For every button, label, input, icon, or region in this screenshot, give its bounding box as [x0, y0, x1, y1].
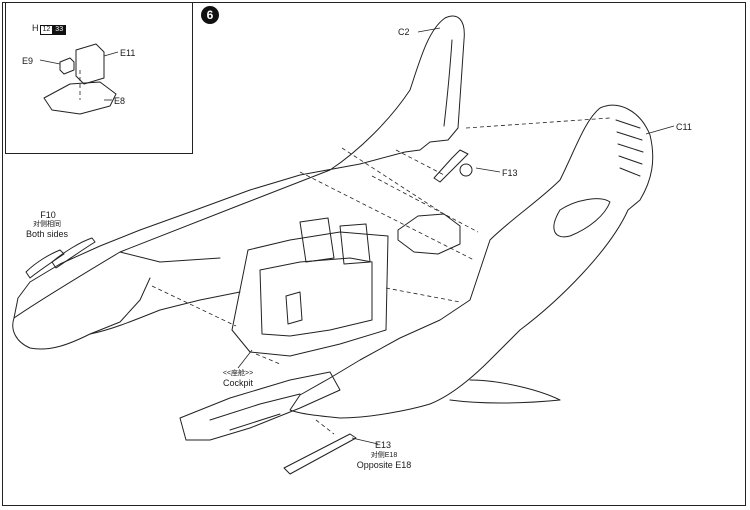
- cockpit-tub-inner: [259, 257, 373, 337]
- fuselage-c2-lower: [89, 291, 241, 335]
- sprue-tag-letter: H: [32, 23, 39, 33]
- label-e13-en: Opposite E18: [356, 460, 412, 470]
- fuselage-c11-tail-curve: [449, 379, 561, 404]
- leader-c2: [417, 27, 441, 33]
- leader-f13: [475, 167, 501, 173]
- guide-line-8: [255, 353, 281, 365]
- fuselage-c11-outline: [289, 104, 654, 419]
- part-e13: [283, 433, 357, 475]
- label-c11: C11: [676, 122, 692, 132]
- guide-line-2: [341, 147, 451, 219]
- label-cockpit-cn: <<座舱>>: [222, 370, 254, 377]
- guide-line-3: [299, 171, 475, 261]
- fuselage-c2-nose: [12, 277, 151, 350]
- cockpit-seat: [299, 217, 371, 265]
- sprue-tag-box-1: 12: [39, 25, 54, 35]
- part-f10-a: [25, 249, 65, 279]
- label-f10-en: Both sides: [25, 229, 69, 239]
- part-f13-knob: [459, 163, 473, 177]
- fuselage-c2-fin-line: [443, 39, 453, 127]
- ventral-piece-inner: [209, 393, 301, 431]
- label-c2: C2: [398, 27, 410, 37]
- label-e13-cn: 对侧E18: [370, 452, 398, 459]
- fuselage-c11-hatch: [553, 198, 611, 238]
- label-e8: E8: [114, 96, 126, 106]
- inset-base-e8: [43, 81, 117, 115]
- sprue-tag-box-2: 33: [52, 25, 67, 35]
- inset-detail-box: [5, 2, 193, 154]
- part-f10-b: [51, 237, 96, 269]
- leader-e13: [351, 437, 379, 445]
- label-f10-cn: 对侧相同: [33, 221, 61, 228]
- fuselage-c2-outline: [13, 15, 465, 319]
- label-e11: E11: [120, 48, 136, 58]
- leader-e9: [39, 59, 61, 65]
- leader-cockpit: [237, 349, 253, 369]
- label-f10: F10: [40, 210, 56, 220]
- cockpit-tub: [231, 231, 389, 357]
- guide-line-7: [385, 287, 461, 303]
- ventral-piece: [179, 371, 341, 441]
- fuselage-c11-vents: [615, 119, 644, 177]
- cockpit-panel: [285, 291, 303, 325]
- inset-part-e9: [59, 57, 75, 75]
- label-cockpit-en: Cockpit: [222, 378, 253, 388]
- label-e9: E9: [22, 56, 34, 66]
- inset-box-e11: [75, 43, 105, 85]
- step-number: 6: [201, 6, 219, 24]
- guide-line-6: [151, 285, 237, 327]
- leader-c11: [645, 125, 675, 135]
- leader-e11: [103, 51, 119, 57]
- guide-line-1: [465, 117, 611, 129]
- fuselage-c2-spine: [119, 251, 221, 263]
- part-box-mid: [397, 213, 461, 255]
- part-f13: [433, 149, 469, 183]
- label-f13: F13: [502, 168, 518, 178]
- guide-line-5: [395, 149, 447, 177]
- guide-line-4: [371, 175, 479, 233]
- label-e13: E13: [374, 440, 391, 450]
- guide-line-9: [315, 419, 335, 435]
